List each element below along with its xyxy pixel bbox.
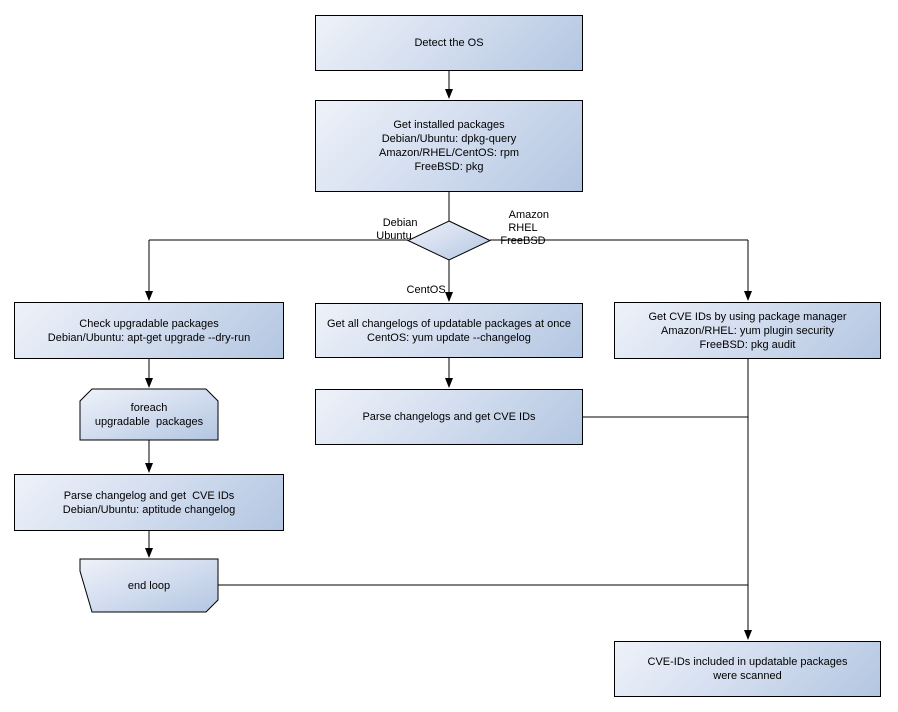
node-end-loop-label: end loop [80,559,218,612]
node-get-cve-package-manager: Get CVE IDs by using package manager Ama… [614,302,881,359]
decision-diamond [406,220,492,261]
edge-join-to-result [744,359,752,640]
arrowhead-icon [744,630,752,640]
edge-check-to-foreach [145,359,153,388]
node-parse-changelogs-centos: Parse changelogs and get CVE IDs [315,389,583,445]
edge-label-amazon-rhel-freebsd: Amazon RHEL FreeBSD [500,209,549,247]
edge-decision-to-get-changelogs [445,260,453,302]
edge-label-debian-ubuntu: Debian Ubuntu [376,217,418,242]
edge-changelogs-to-parse-mid [445,358,453,388]
node-foreach-loop-text: foreach upgradable packages [94,401,204,428]
node-scan-result-label: CVE-IDs included in updatable packages w… [647,656,848,682]
node-get-installed-packages: Get installed packages Debian/Ubuntu: dp… [315,100,583,192]
arrowhead-icon [445,378,453,388]
arrowhead-icon [744,291,752,301]
node-detect-os-label: Detect the OS [414,37,484,49]
edge-label-centos: CentOS [406,284,446,296]
node-scan-result: CVE-IDs included in updatable packages w… [614,641,881,697]
node-get-changelogs-centos-label: Get all changelogs of updatable packages… [326,317,571,344]
edge-parse-to-endloop [145,531,153,558]
node-foreach-loop-label: foreach upgradable packages [80,389,218,440]
end-loop-shape [79,558,219,613]
edge-foreach-to-parse [145,440,153,473]
node-parse-changelog-debian-label: Parse changelog and get CVE IDs Debian/U… [62,489,236,516]
edge-decision-to-get-cve [490,239,752,301]
node-check-upgradable-packages: Check upgradable packages Debian/Ubuntu:… [14,302,284,359]
arrowhead-icon [145,378,153,388]
arrowhead-icon [445,89,453,99]
node-get-cve-package-manager-label: Get CVE IDs by using package manager Ama… [648,310,847,351]
arrowhead-icon [445,292,453,302]
arrowhead-icon [145,548,153,558]
edge-decision-to-check-upgradable [145,239,408,301]
node-check-upgradable-packages-label: Check upgradable packages Debian/Ubuntu:… [47,317,251,344]
node-end-loop-text: end loop [127,579,171,592]
node-get-changelogs-centos: Get all changelogs of updatable packages… [315,303,583,358]
node-get-installed-packages-label: Get installed packages Debian/Ubuntu: dp… [379,119,519,173]
edge-detect-to-installed [445,71,453,99]
node-parse-changelog-debian: Parse changelog and get CVE IDs Debian/U… [14,474,284,531]
node-parse-changelogs-centos-label: Parse changelogs and get CVE IDs [362,411,536,423]
node-detect-os: Detect the OS [315,15,583,71]
arrowhead-icon [145,463,153,473]
arrowhead-icon [145,291,153,301]
foreach-loop-shape [79,388,219,441]
